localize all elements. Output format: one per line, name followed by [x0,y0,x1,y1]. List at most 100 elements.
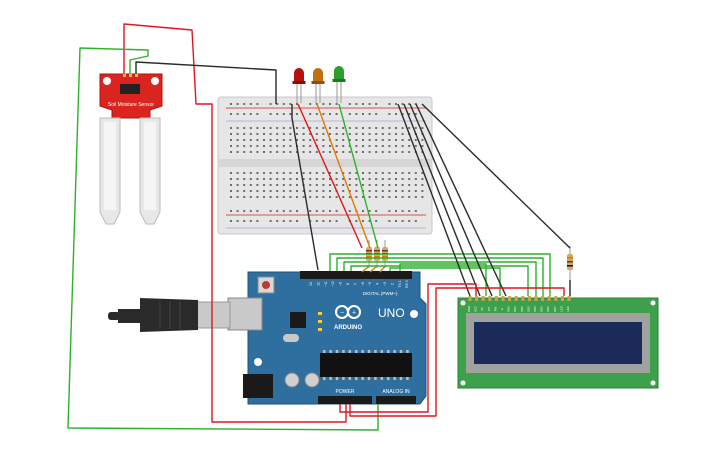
atmega-chip [320,353,412,377]
digital-pin-label: 8 [346,283,350,285]
lcd-pin[interactable] [481,296,485,301]
lcd-pin[interactable] [494,296,498,301]
wire-lcd-db4 [350,265,529,296]
usb-chip [290,312,306,328]
board-mount-hole [410,310,418,318]
digital-pin-label: ~3 [383,282,387,286]
wire-led-yellow [316,103,371,249]
soil-moisture-sensor[interactable]: Soil Moisture Sensor [99,73,163,225]
arduino-brand: ARDUINO [334,325,362,331]
sensor-mount-hole-left [103,77,111,85]
wire-sensor-vcc [123,23,347,423]
wire-lcd-led-vcc [349,287,565,417]
lcd-pin[interactable] [554,296,558,301]
digital-pin-label: 2 [390,283,394,285]
yellow-led[interactable] [311,68,325,103]
digital-pin-label: 12 [316,282,320,286]
lcd-pin[interactable] [547,296,551,301]
analog-header [376,396,416,404]
lcd-pin-label: RW [493,306,497,311]
wire-lcd-rs [399,263,487,296]
capacitor [284,372,300,388]
wire-lcd-db7 [329,253,551,296]
lcd-pin-label: DB4 [533,306,537,312]
lcd-screen [474,322,642,364]
wire-lcd-gnd-3 [409,103,493,297]
lcd-pin[interactable] [567,296,571,301]
sensor-label: Soil Moisture Sensor [108,102,154,108]
digital-pin-label: ~9 [339,282,343,286]
svg-text:+: + [352,310,356,317]
digital-pin-label: RX 0 [405,280,409,288]
red-led[interactable] [292,68,306,103]
wire-lcd-gnd-1 [397,103,471,297]
wire-lcd-gnd-2 [403,103,481,297]
wire-bb-gnd-arduino [291,104,319,271]
wire-lcd-gnd-4 [415,103,507,297]
arduino-logo: − + [335,305,361,319]
wire-sensor-signal [67,47,379,431]
capacitor [304,372,320,388]
lcd-pin-label: DB6 [546,306,550,312]
lcd-pin-label: DB5 [540,306,544,312]
wire-lcd-vcc [339,283,477,413]
lcd-pin[interactable] [501,296,505,301]
lcd-pin-label: E [500,308,504,310]
lcd-pin[interactable] [475,296,479,301]
digital-pin-label: 7 [353,283,357,285]
lcd-pin[interactable] [521,296,525,301]
digital-pin-label: 13 [309,282,313,286]
wire-lcd-db6 [336,257,544,296]
lcd-pin-label: LED [559,306,563,311]
wire-sensor-gnd [135,61,277,104]
usb-cable [108,298,231,332]
usb-connector [227,297,263,331]
analog-header-label: ANALOG IN [382,389,410,395]
digital-pin-label: TX 1 [398,280,402,287]
wire-res-green-pin [379,265,386,273]
lcd-pin-label: RS [487,307,491,311]
lcd-pin-label: GND [467,306,471,312]
digital-pin-label: ~10 [331,281,335,287]
lcd-pin[interactable] [541,296,545,301]
lcd-pin[interactable] [527,296,531,301]
lcd-pin[interactable] [534,296,538,301]
lcd-pin[interactable] [514,296,518,301]
lcd-pin-label: DB2 [520,306,524,312]
lcd-pin-label: V0 [480,307,484,311]
wire-res-red-pin [361,265,370,273]
digital-pin-label: ~6 [361,282,365,286]
svg-text:−: − [340,310,344,317]
power-header-label: POWER [336,389,355,395]
wire-led-green [338,103,379,249]
digital-header-label: DIGITAL (PWM~) [363,291,398,296]
arduino-model: UNO [378,306,405,320]
digital-pin-label: ~11 [324,281,328,287]
digital-header [300,271,412,279]
chip-legs [323,350,409,380]
board-mount-hole [254,358,262,366]
digital-pin-label: 4 [376,283,380,285]
lcd-pin[interactable] [508,296,512,301]
green-led[interactable] [332,66,346,103]
lcd-pin-label: DB0 [507,306,511,312]
crystal [283,334,299,342]
lcd-pin-label: DB7 [553,306,557,312]
power-header [318,396,372,404]
digital-pin-label: ~5 [368,282,372,286]
sensor-mount-hole-right [151,77,159,85]
lcd-pin[interactable] [468,296,472,301]
arduino-uno-board[interactable]: − + ARDUINO UNO DIGITAL (PWM~) POWER ANA… [227,271,427,405]
resistor-lcd-backlight[interactable] [567,246,573,280]
wire-lcd-backlight-gnd [421,103,571,249]
lcd-pin[interactable] [560,296,564,301]
dc-power-jack [243,374,273,398]
lcd-pin[interactable] [488,296,492,301]
wire-res-yellow-pin [369,265,378,273]
lcd-pin-label: DB1 [513,306,517,312]
